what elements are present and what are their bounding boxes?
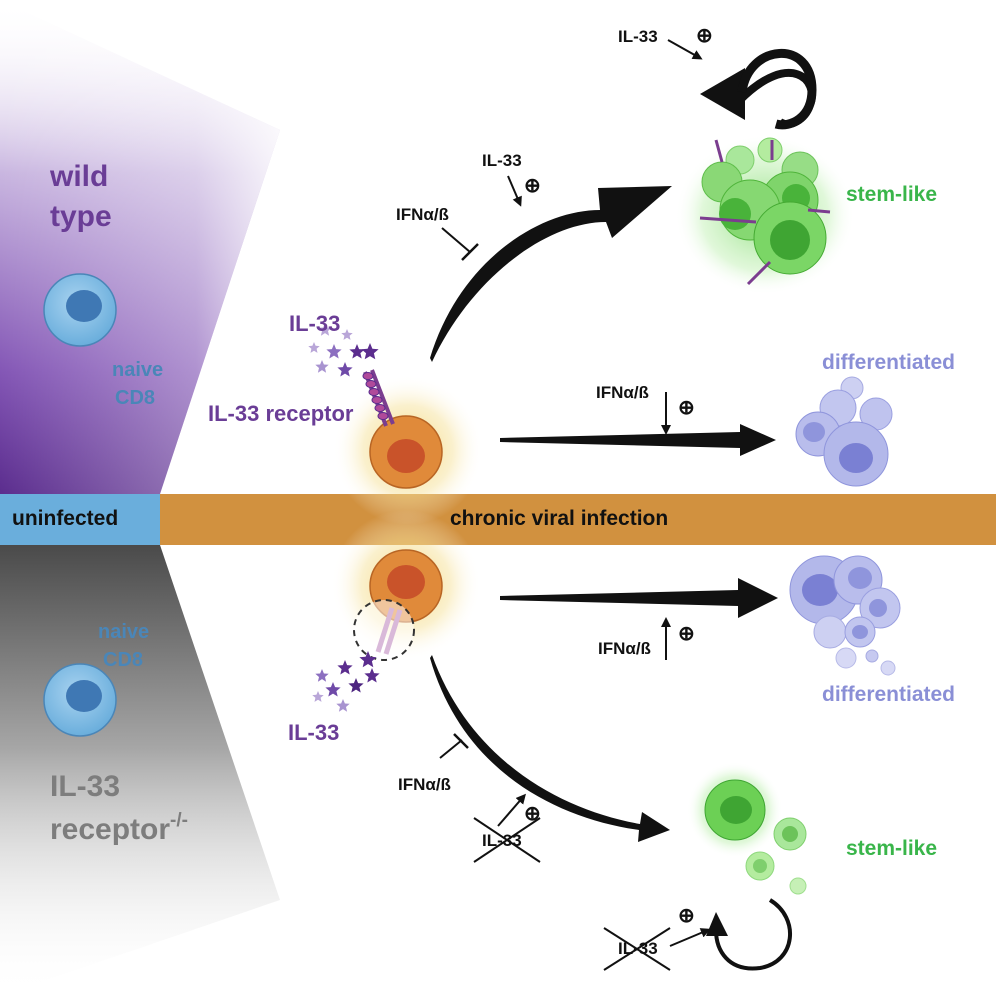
uninfected-label: uninfected bbox=[12, 507, 119, 530]
il33-star-icon bbox=[337, 660, 353, 675]
il33-star-icon bbox=[315, 669, 329, 682]
differentiated-label-bottom: differentiated bbox=[822, 683, 956, 706]
stem-like-receptors bbox=[699, 139, 831, 286]
knockout-label-line2: receptor-/- bbox=[50, 811, 188, 846]
wild-type-label-line1: wild bbox=[50, 160, 109, 193]
il33-crossed-x-1 bbox=[473, 817, 541, 863]
ifn-inhibit-label-top: IFNα/ß bbox=[396, 205, 449, 224]
ifn-inhibit-label-bottom: IFNα/ß bbox=[398, 775, 451, 794]
differentiated-label-top: differentiated bbox=[822, 351, 956, 374]
il33-receptor-label: IL-33 receptor bbox=[208, 401, 354, 426]
il33-star-icon bbox=[349, 344, 365, 359]
differentiated-cluster-top bbox=[795, 376, 893, 487]
il33-star-icon bbox=[325, 682, 341, 697]
differentiated-cluster-bottom bbox=[789, 555, 901, 676]
stem-like-label-bottom: stem-like bbox=[846, 837, 938, 860]
naive-cd8-bottom-label-line1: naive bbox=[98, 621, 150, 643]
naive-cd8-bottom-label-line2: CD8 bbox=[103, 649, 144, 671]
il33-star-icon bbox=[312, 691, 324, 702]
activated-cd8-cell-top bbox=[369, 415, 443, 489]
chronic-infection-label: chronic viral infection bbox=[450, 507, 669, 530]
il33-crossed-label-2: IL-33 bbox=[618, 939, 658, 958]
plus-icon-6: ⊕ bbox=[678, 905, 695, 927]
stem-like-cluster-bottom bbox=[687, 762, 807, 895]
self-renewal-loop-bottom bbox=[706, 898, 793, 971]
il33-star-icon bbox=[364, 668, 380, 683]
il33-receptor-top bbox=[362, 369, 395, 427]
il33-crossed-label-1: IL-33 bbox=[482, 831, 522, 850]
knockout-background bbox=[0, 545, 280, 996]
infection-bar bbox=[160, 494, 996, 545]
naive-cd8-top-label-line2: CD8 bbox=[115, 387, 156, 409]
knockout-superscript: -/- bbox=[170, 810, 188, 831]
arrow-to-stem-like-bottom bbox=[430, 655, 670, 842]
il33-star-icon bbox=[341, 329, 353, 340]
plus-icon-1: ⊕ bbox=[696, 25, 713, 47]
il33-star-icon bbox=[308, 342, 320, 353]
knockout-label-text: receptor bbox=[50, 813, 171, 846]
il33-stars-top bbox=[308, 323, 379, 377]
il33-star-icon bbox=[326, 344, 342, 359]
plus-icon-5: ⊕ bbox=[524, 803, 541, 825]
il33-arrow-label-top: IL-33 bbox=[482, 151, 522, 170]
stem-like-label-top: stem-like bbox=[846, 183, 938, 206]
il33-arrow-to-loop bbox=[667, 39, 703, 60]
il33-label-bottom: IL-33 bbox=[288, 720, 340, 745]
il33-loop-label-top: IL-33 bbox=[618, 27, 658, 46]
il33-star-icon bbox=[361, 343, 379, 360]
naive-cd8-cell-top bbox=[43, 273, 117, 347]
knockout-label-line1: IL-33 bbox=[50, 770, 121, 803]
il33-crossed-x-2 bbox=[603, 927, 671, 971]
arrow-to-differentiated-top bbox=[500, 424, 776, 456]
naive-cd8-cell-bottom bbox=[43, 663, 117, 737]
plus-icon-2: ⊕ bbox=[524, 175, 541, 197]
il33-star-icon bbox=[318, 323, 332, 336]
il33-stars-bottom bbox=[312, 651, 380, 712]
plus-icon-3: ⊕ bbox=[678, 397, 695, 419]
arrow-to-stem-like-top bbox=[430, 186, 672, 362]
il33-arrow-to-curve bbox=[507, 175, 522, 207]
il33-crossed-loop-arrow bbox=[669, 928, 711, 947]
ifn-inhibit-top-line bbox=[441, 227, 479, 261]
stem-like-cluster-top bbox=[675, 135, 855, 295]
il33-star-icon bbox=[348, 678, 364, 693]
il33-star-icon bbox=[336, 699, 350, 712]
uninfected-bar bbox=[0, 494, 160, 545]
il33-label-top: IL-33 bbox=[289, 311, 341, 336]
plus-icon-4: ⊕ bbox=[678, 623, 695, 645]
ifn-promote-label-top: IFNα/ß bbox=[596, 383, 649, 402]
missing-receptor-bottom bbox=[353, 599, 415, 661]
self-renewal-loop-top bbox=[700, 48, 817, 130]
il33-crossed-arrow-line bbox=[497, 793, 526, 827]
il33-star-icon bbox=[359, 651, 377, 668]
ifn-inhibit-bottom-line bbox=[439, 733, 469, 759]
wild-type-label-line2: type bbox=[50, 200, 112, 233]
il33-star-icon bbox=[337, 362, 353, 377]
arrow-to-differentiated-bottom bbox=[500, 578, 778, 618]
ifn-promote-label-bottom: IFNα/ß bbox=[598, 639, 651, 658]
il33-star-icon bbox=[315, 360, 329, 373]
naive-cd8-top-label-line1: naive bbox=[112, 359, 164, 381]
